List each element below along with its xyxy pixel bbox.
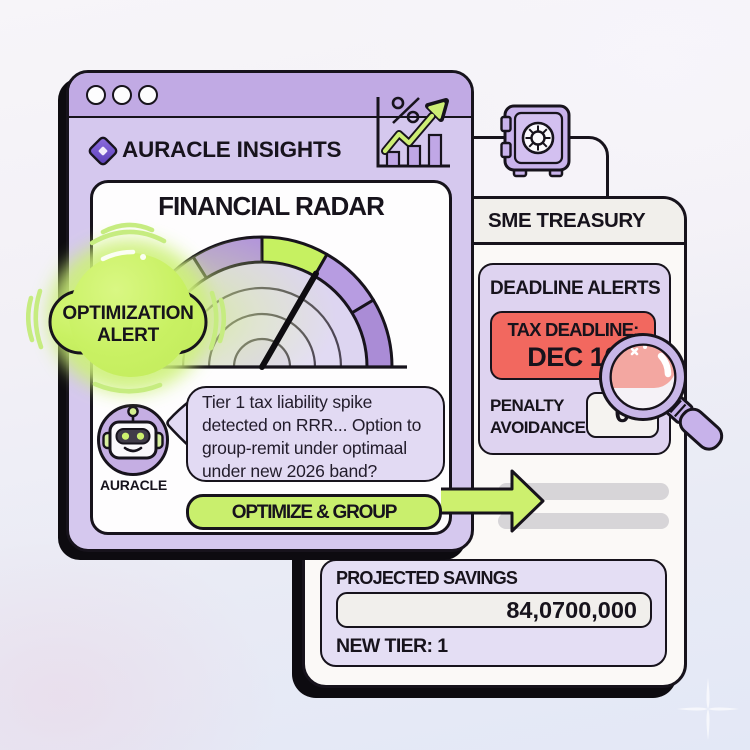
assistant-message: Tier 1 tax liability spike detected on R… [202, 391, 421, 483]
projected-savings-value: 84,0700,000 [506, 597, 637, 623]
action-arrow-icon [441, 469, 545, 533]
optimize-group-button[interactable]: OPTIMIZE & GROUP [186, 494, 442, 530]
penalty-label-line2: AVOIDANCE [490, 417, 586, 437]
pulse-arcs [25, 222, 227, 394]
projected-savings-field[interactable]: 84,0700,000 [336, 592, 652, 628]
left-window-title: AURACLE INSIGHTS [122, 137, 342, 162]
alert-label-line1: OPTIMIZATION [62, 303, 194, 324]
up-arrow [381, 98, 449, 155]
sparkle-icon [677, 678, 739, 740]
penalty-label-line1: PENALTY [490, 396, 564, 415]
optimization-alert-badge[interactable] [14, 206, 240, 410]
window-dot-1[interactable] [86, 85, 106, 105]
optimization-alert-label: OPTIMIZATION ALERT [50, 303, 206, 346]
new-tier-label: NEW TIER: 1 [336, 635, 448, 657]
deadline-panel-title: DEADLINE ALERTS [490, 278, 661, 299]
optimize-group-button-label: OPTIMIZE & GROUP [231, 502, 398, 523]
app-diamond-icon [88, 136, 118, 166]
right-window-title: SME TREASURY [488, 209, 646, 232]
penalty-avoidance-label: PENALTY AVOIDANCE [490, 395, 586, 438]
gauge-needle [259, 270, 319, 370]
progress-bar-1 [498, 483, 669, 500]
percent-symbol [391, 96, 420, 124]
lens-content [610, 344, 676, 388]
vault-icon [500, 104, 571, 178]
assistant-message-line4: under new 2026 band? [202, 461, 378, 481]
projected-savings-title: PROJECTED SAVINGS [336, 568, 518, 588]
alert-label-line2: ALERT [97, 324, 159, 346]
assistant-message-line2: detected on RRR... Option to [202, 415, 422, 435]
window-dot-2[interactable] [112, 85, 132, 105]
assistant-speech-bubble [186, 386, 445, 482]
financial-radar-title: FINANCIAL RADAR [158, 191, 385, 221]
assistant-message-line1: Tier 1 tax liability spike [202, 392, 373, 412]
robot-avatar [97, 404, 169, 476]
growth-chart-icon [376, 96, 450, 168]
left-window-titlebar [69, 73, 471, 118]
tax-deadline-label: TAX DEADLINE: [507, 319, 639, 340]
robot-name-label: AURACLE [99, 477, 168, 493]
assistant-message-line3: group-remit under optimaal [202, 438, 407, 458]
magnifier-icon [599, 333, 724, 451]
progress-bar-2 [498, 513, 669, 529]
tax-deadline-alert[interactable]: TAX DEADLINE: DEC 10 [490, 311, 656, 380]
window-dot-3[interactable] [138, 85, 158, 105]
